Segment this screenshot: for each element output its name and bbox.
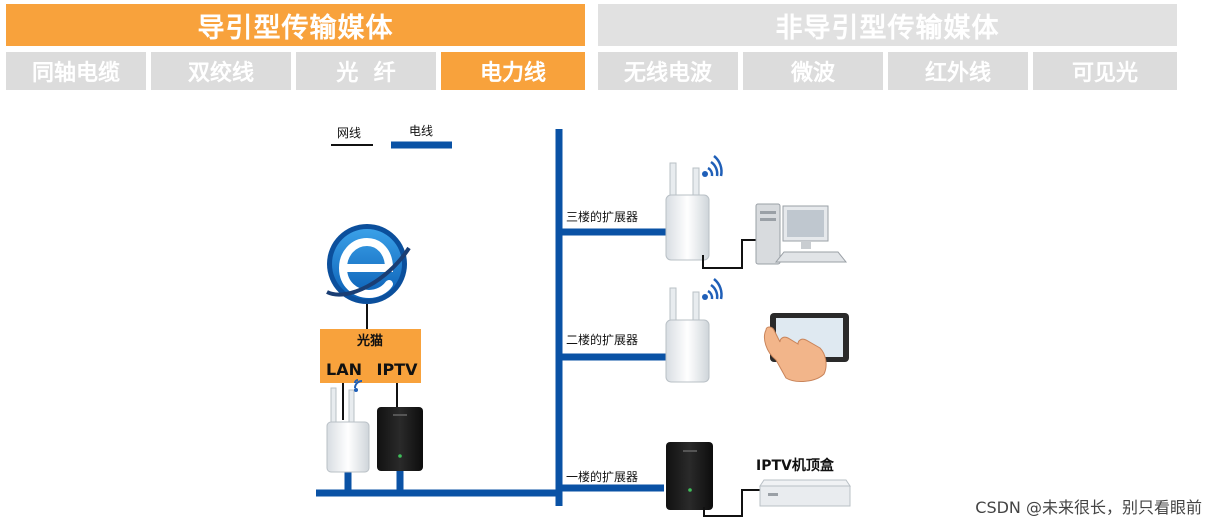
optical-modem-box bbox=[320, 329, 421, 383]
modem-lan-port: LAN bbox=[326, 360, 362, 379]
guided-media-header: 导引型传输媒体 bbox=[6, 4, 585, 46]
guided-item-twisted-pair: 双绞线 bbox=[151, 52, 291, 90]
iptv-set-top-box-label: IPTV机顶盒 bbox=[756, 457, 835, 474]
set-top-box-device bbox=[759, 479, 851, 507]
modem-iptv-port: IPTV bbox=[377, 360, 419, 379]
tablet-touch-icon bbox=[763, 313, 849, 382]
watermark: CSDN @未来很长，别只看眼前 bbox=[975, 498, 1202, 517]
extender-floor2-label: 二楼的扩展器 bbox=[566, 332, 638, 347]
floor1-network-cable bbox=[703, 489, 760, 517]
unguided-item-infrared: 红外线 bbox=[888, 52, 1028, 90]
power-wiring bbox=[316, 129, 666, 506]
wifi-extender-device-floor3 bbox=[665, 155, 723, 261]
guided-item-powerline: 电力线 bbox=[441, 52, 585, 90]
floor3-network-cable bbox=[702, 239, 757, 269]
extender-floor1-label: 一楼的扩展器 bbox=[566, 469, 638, 484]
internet-explorer-icon bbox=[326, 224, 411, 304]
optical-modem-title: 光猫 bbox=[356, 333, 383, 349]
unguided-item-radio: 无线电波 bbox=[598, 52, 738, 90]
powerline-adapter-device-floor1 bbox=[666, 442, 713, 510]
unguided-media-header: 非导引型传输媒体 bbox=[598, 4, 1177, 46]
legend-network-label: 网线 bbox=[337, 126, 361, 140]
unguided-item-visible-light: 可见光 bbox=[1033, 52, 1177, 90]
legend-power-label: 电线 bbox=[409, 124, 433, 138]
wifi-extender-device-floor2 bbox=[665, 278, 723, 383]
desktop-computer-icon bbox=[755, 203, 848, 265]
wifi-extender-device-modem bbox=[326, 379, 370, 473]
extender-floor3-label: 三楼的扩展器 bbox=[566, 209, 638, 224]
unguided-item-microwave: 微波 bbox=[743, 52, 883, 90]
legend: 网线 电线 bbox=[331, 124, 452, 149]
guided-item-coaxial: 同轴电缆 bbox=[6, 52, 146, 90]
powerline-adapter-device-modem bbox=[377, 407, 423, 471]
guided-item-fiber: 光 纤 bbox=[296, 52, 436, 90]
